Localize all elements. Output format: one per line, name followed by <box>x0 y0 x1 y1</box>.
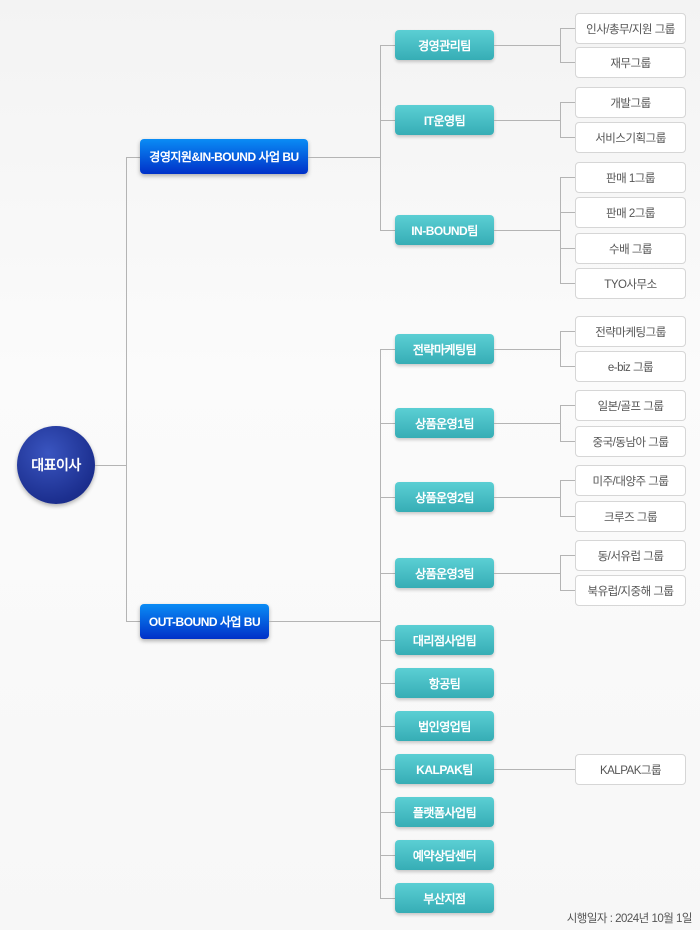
group-node: 개발그룹 <box>575 87 686 118</box>
team-node: 경영관리팀 <box>395 30 494 60</box>
connector-line <box>560 769 575 770</box>
connector-line <box>560 212 575 213</box>
group-node: e-biz 그룹 <box>575 351 686 382</box>
connector-line <box>560 177 561 284</box>
team-node: 상품운영1팀 <box>395 408 494 438</box>
group-node: 판매 2그룹 <box>575 197 686 228</box>
connector-line <box>494 573 560 574</box>
connector-line <box>560 177 575 178</box>
bu-node: OUT-BOUND 사업 BU <box>140 604 269 639</box>
ceo-node: 대표이사 <box>17 426 95 504</box>
group-node: KALPAK그룹 <box>575 754 686 785</box>
connector-line <box>380 640 395 641</box>
connector-line <box>560 283 575 284</box>
group-node: 크루즈 그룹 <box>575 501 686 532</box>
effective-date: 시행일자 : 2024년 10월 1일 <box>566 913 693 925</box>
connector-line <box>380 726 395 727</box>
connector-line <box>560 331 561 367</box>
connector-line <box>560 555 575 556</box>
team-node: IT운영팀 <box>395 105 494 135</box>
connector-line <box>380 898 395 899</box>
group-node: 판매 1그룹 <box>575 162 686 193</box>
group-node: 재무그룹 <box>575 47 686 78</box>
connector-line <box>560 28 575 29</box>
connector-line <box>560 516 575 517</box>
team-node: IN-BOUND팀 <box>395 215 494 245</box>
connector-line <box>380 497 395 498</box>
team-node: 전략마케팅팀 <box>395 334 494 364</box>
connector-line <box>380 573 395 574</box>
group-node: 전략마케팅그룹 <box>575 316 686 347</box>
team-node: 예약상담센터 <box>395 840 494 870</box>
connector-line <box>560 331 575 332</box>
connector-line <box>126 157 127 622</box>
connector-line <box>380 812 395 813</box>
connector-line <box>494 497 560 498</box>
group-node: 북유럽/지중해 그룹 <box>575 575 686 606</box>
connector-line <box>560 480 561 517</box>
team-node: 상품운영3팀 <box>395 558 494 588</box>
team-node: 부산지점 <box>395 883 494 913</box>
connector-line <box>560 405 561 442</box>
connector-line <box>126 157 140 158</box>
connector-line <box>560 441 575 442</box>
connector-line <box>494 45 560 46</box>
connector-line <box>560 248 575 249</box>
connector-line <box>269 621 380 622</box>
connector-line <box>380 423 395 424</box>
connector-line <box>95 465 126 466</box>
group-node: 인사/총무/지원 그룹 <box>575 13 686 44</box>
connector-line <box>380 45 395 46</box>
connector-line <box>560 137 575 138</box>
connector-line <box>308 157 380 158</box>
team-node: 법인영업팀 <box>395 711 494 741</box>
group-node: 미주/대양주 그룹 <box>575 465 686 496</box>
connector-line <box>494 230 560 231</box>
connector-line <box>380 349 381 899</box>
connector-line <box>560 590 575 591</box>
connector-line <box>494 120 560 121</box>
bu-node: 경영지원&IN-BOUND 사업 BU <box>140 139 308 174</box>
team-node: 상품운영2팀 <box>395 482 494 512</box>
connector-line <box>560 366 575 367</box>
connector-line <box>380 855 395 856</box>
connector-line <box>560 405 575 406</box>
connector-line <box>380 769 395 770</box>
connector-line <box>380 683 395 684</box>
group-node: TYO사무소 <box>575 268 686 299</box>
group-node: 중국/동남아 그룹 <box>575 426 686 457</box>
connector-line <box>126 621 140 622</box>
connector-line <box>560 480 575 481</box>
connector-line <box>380 349 395 350</box>
team-node: KALPAK팀 <box>395 754 494 784</box>
connector-line <box>380 230 395 231</box>
connector-line <box>560 28 561 63</box>
connector-line <box>560 102 561 138</box>
team-node: 항공팀 <box>395 668 494 698</box>
team-node: 대리점사업팀 <box>395 625 494 655</box>
group-node: 동/서유럽 그룹 <box>575 540 686 571</box>
connector-line <box>494 423 560 424</box>
connector-line <box>494 349 560 350</box>
group-node: 수배 그룹 <box>575 233 686 264</box>
connector-line <box>380 120 395 121</box>
group-node: 서비스기획그룹 <box>575 122 686 153</box>
team-node: 플랫폼사업팀 <box>395 797 494 827</box>
connector-line <box>560 102 575 103</box>
connector-line <box>380 45 381 231</box>
connector-line <box>560 62 575 63</box>
connector-line <box>494 769 560 770</box>
connector-line <box>560 555 561 591</box>
group-node: 일본/골프 그룹 <box>575 390 686 421</box>
